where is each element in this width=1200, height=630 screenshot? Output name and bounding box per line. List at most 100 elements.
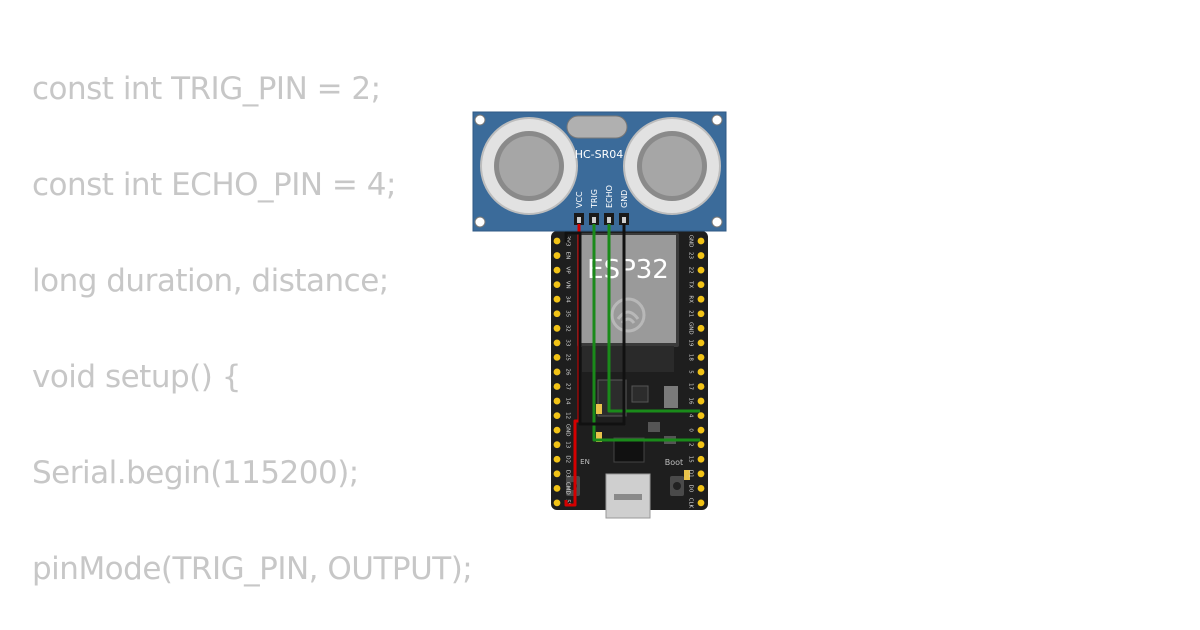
boot-label: Boot <box>665 458 683 467</box>
pin-d3[interactable] <box>553 470 561 478</box>
sensor-pin-contact <box>592 217 596 223</box>
pin-label: VP <box>565 267 571 275</box>
pin-23[interactable] <box>697 252 705 259</box>
pin-label: 13 <box>565 441 571 448</box>
pin-d1[interactable] <box>697 470 705 478</box>
pin-label: 12 <box>565 412 571 419</box>
pin-tx[interactable] <box>697 281 705 289</box>
pin-gnd[interactable] <box>697 324 705 332</box>
pin-label: 19 <box>688 339 694 346</box>
pin-label: VN <box>565 281 571 289</box>
code-line: const int TRIG_PIN = 2; <box>32 71 381 107</box>
pin-15[interactable] <box>697 455 705 463</box>
pin-label: 16 <box>688 398 694 405</box>
pin-label: D1 <box>688 470 694 478</box>
en-label: EN <box>580 458 590 466</box>
pin-13[interactable] <box>553 441 561 449</box>
crystal <box>566 115 628 139</box>
sensor-pin-label: GND <box>620 190 629 208</box>
pin-22[interactable] <box>697 266 705 274</box>
pin-26[interactable] <box>553 368 561 376</box>
pin-clk[interactable] <box>697 499 705 507</box>
pin-label: 25 <box>565 354 571 361</box>
code-line: Serial.begin(115200); <box>32 455 359 491</box>
pin-d2[interactable] <box>553 455 561 463</box>
wire-trig[interactable] <box>592 224 700 442</box>
pin-21[interactable] <box>697 310 705 318</box>
wire-echo[interactable] <box>607 224 700 413</box>
left-pin-header: 3V3ENVPVN343532332526271412GND13D2D3CMD5… <box>553 236 571 507</box>
mounting-hole <box>474 114 486 126</box>
pin-0[interactable] <box>697 426 705 434</box>
transducer-left <box>480 117 578 215</box>
pin-label: EN <box>565 252 571 260</box>
pin-rx[interactable] <box>697 295 705 303</box>
pin-label: CLK <box>688 498 694 509</box>
pin-label: 27 <box>565 383 571 390</box>
code-line: pinMode(TRIG_PIN, OUTPUT); <box>32 551 473 587</box>
pin-label: 32 <box>565 325 571 332</box>
pin-14[interactable] <box>553 397 561 405</box>
pin-label: 5 <box>688 370 694 374</box>
pin-3v3[interactable] <box>553 237 561 245</box>
mounting-hole <box>711 216 723 228</box>
pin-label: 35 <box>565 310 571 317</box>
sensor-pin-label: VCC <box>575 191 584 208</box>
code-line: const int ECHO_PIN = 4; <box>32 167 396 203</box>
pin-32[interactable] <box>553 324 561 332</box>
code-line: void setup() { <box>32 359 241 395</box>
pin-34[interactable] <box>553 295 561 303</box>
pin-12[interactable] <box>553 412 561 419</box>
pin-label: 15 <box>688 456 694 463</box>
pin-label: GND <box>565 424 571 437</box>
pin-gnd[interactable] <box>697 237 705 245</box>
pin-gnd[interactable] <box>553 426 561 434</box>
pin-vp[interactable] <box>553 266 561 274</box>
sensor-pin-contact <box>577 217 581 223</box>
sensor-pin-label: TRIG <box>590 189 599 209</box>
pin-17[interactable] <box>697 383 705 390</box>
pin-35[interactable] <box>553 310 561 318</box>
pin-label: GND <box>688 235 694 248</box>
pin-label: 23 <box>688 252 694 259</box>
pin-vn[interactable] <box>553 281 561 289</box>
mounting-hole <box>474 216 486 228</box>
pin-label: 18 <box>688 354 694 361</box>
pin-label: 0 <box>688 428 694 432</box>
pin-16[interactable] <box>697 397 705 405</box>
pin-label: 21 <box>688 310 694 317</box>
pin-2[interactable] <box>697 441 705 449</box>
sensor-pin-contact <box>607 217 611 223</box>
pin-33[interactable] <box>553 339 561 347</box>
pin-label: TX <box>688 280 694 288</box>
pin-4[interactable] <box>697 412 705 419</box>
pin-5[interactable] <box>697 368 705 376</box>
mounting-hole <box>711 114 723 126</box>
pin-d0[interactable] <box>697 484 705 492</box>
pin-label: 17 <box>688 383 694 390</box>
pin-en[interactable] <box>553 252 561 259</box>
pin-cmd[interactable] <box>553 484 561 492</box>
pin-label: 2 <box>688 443 694 447</box>
pin-25[interactable] <box>553 354 561 361</box>
pin-label: 34 <box>565 296 571 303</box>
pin-label: RX <box>688 295 694 303</box>
boot-button-knob[interactable] <box>673 482 681 490</box>
pin-label: D3 <box>565 470 571 478</box>
pin-5v[interactable] <box>553 499 561 507</box>
wire-gnd[interactable] <box>564 224 626 426</box>
pin-label: 14 <box>565 398 571 405</box>
esp32-label: ESP32 <box>587 255 669 285</box>
pin-label: D2 <box>565 455 571 463</box>
sensor-label: HC-SR04 <box>575 148 624 161</box>
pin-19[interactable] <box>697 339 705 347</box>
pin-label: CMD <box>565 482 571 495</box>
pin-18[interactable] <box>697 354 705 361</box>
pin-label: 22 <box>688 267 694 274</box>
pin-27[interactable] <box>553 383 561 390</box>
